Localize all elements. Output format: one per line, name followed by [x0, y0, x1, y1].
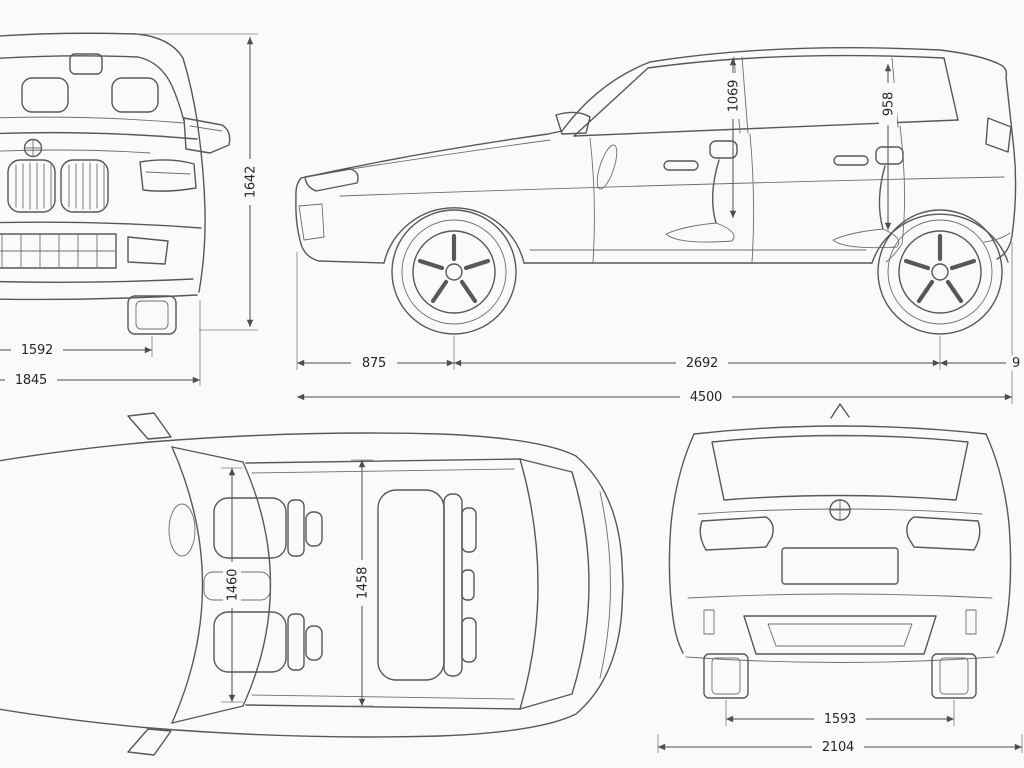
rear-wheels: [703, 653, 977, 699]
dim-rear-interior-width: 1458: [353, 560, 371, 606]
front-bumper-detail: [298, 203, 325, 241]
front-seat: [665, 140, 738, 243]
dim-rear-headroom-label: 958: [882, 92, 897, 116]
rear-view: 1593 2104: [657, 403, 1023, 755]
dim-front-overhang-label: 875: [362, 356, 386, 371]
brand-roundel-rear: [829, 499, 851, 521]
dim-rear-headroom: 958: [879, 83, 897, 125]
dim-track-label: 1592: [21, 343, 53, 358]
dim-height-label: 1642: [244, 166, 259, 198]
steering-wheel-top: [168, 503, 196, 557]
front-dimensions: 1642 1592 1845: [0, 33, 259, 388]
dim-width-label: 1845: [15, 373, 47, 388]
side-dimensions: 1069 958 875 2692 9 4500: [296, 57, 1024, 405]
mirror-top: [127, 412, 172, 440]
dim-height: 1642: [241, 159, 259, 205]
headlight-right: [139, 159, 197, 192]
lower-air-intake: [0, 233, 169, 269]
license-plate-recess: [781, 547, 899, 585]
rear-bench-top: [377, 489, 477, 681]
top-view: 1460 1458: [0, 412, 624, 756]
dim-front-interior-width: 1460: [223, 562, 241, 608]
rear-window: [711, 434, 969, 501]
front-wheel: [391, 209, 517, 335]
side-mirror: [555, 111, 591, 135]
taillight-side: [985, 117, 1012, 153]
top-car-outline: [0, 432, 624, 738]
headrest-left: [21, 77, 69, 113]
door-handle-rear: [833, 155, 869, 166]
dim-rear-interior-width-label: 1458: [356, 567, 371, 599]
front-car-outline: [0, 32, 206, 301]
steering-wheel: [596, 144, 618, 190]
front-wheel-right: [127, 295, 177, 335]
dim-rear-partial-label: 9: [1012, 356, 1020, 371]
door-handle-front: [663, 160, 699, 171]
kidney-grille: [7, 159, 109, 213]
brand-roundel: [23, 138, 43, 158]
taillight-right: [906, 516, 981, 551]
taillight-left: [699, 516, 774, 551]
dim-overall-width-label: 2104: [822, 740, 854, 755]
side-car-outline: [295, 47, 1017, 264]
dim-wheelbase-label: 2692: [686, 356, 718, 371]
rearview-mirror: [69, 53, 103, 75]
side-mirror-right: [183, 117, 231, 154]
dim-overall-length-label: 4500: [690, 390, 722, 405]
mirror-bottom: [127, 728, 172, 756]
rear-wheel: [877, 209, 1003, 335]
side-view: 1069 958 875 2692 9 4500: [295, 47, 1024, 405]
headrest-right: [111, 77, 159, 113]
rear-dimensions: 1593 2104: [657, 700, 1023, 755]
dim-front-interior-width-label: 1460: [226, 569, 241, 601]
dim-rear-track-label: 1593: [824, 712, 856, 727]
front-view: 1642 1592 1845: [0, 32, 259, 388]
dim-front-headroom-label: 1069: [727, 80, 742, 112]
dim-front-headroom: 1069: [724, 73, 742, 119]
top-dimensions: 1460 1458: [221, 459, 373, 707]
door-cutlines: [589, 125, 906, 263]
headlight-side: [304, 168, 359, 192]
glasshouse: [573, 54, 959, 137]
rear-bumper: [703, 609, 977, 655]
